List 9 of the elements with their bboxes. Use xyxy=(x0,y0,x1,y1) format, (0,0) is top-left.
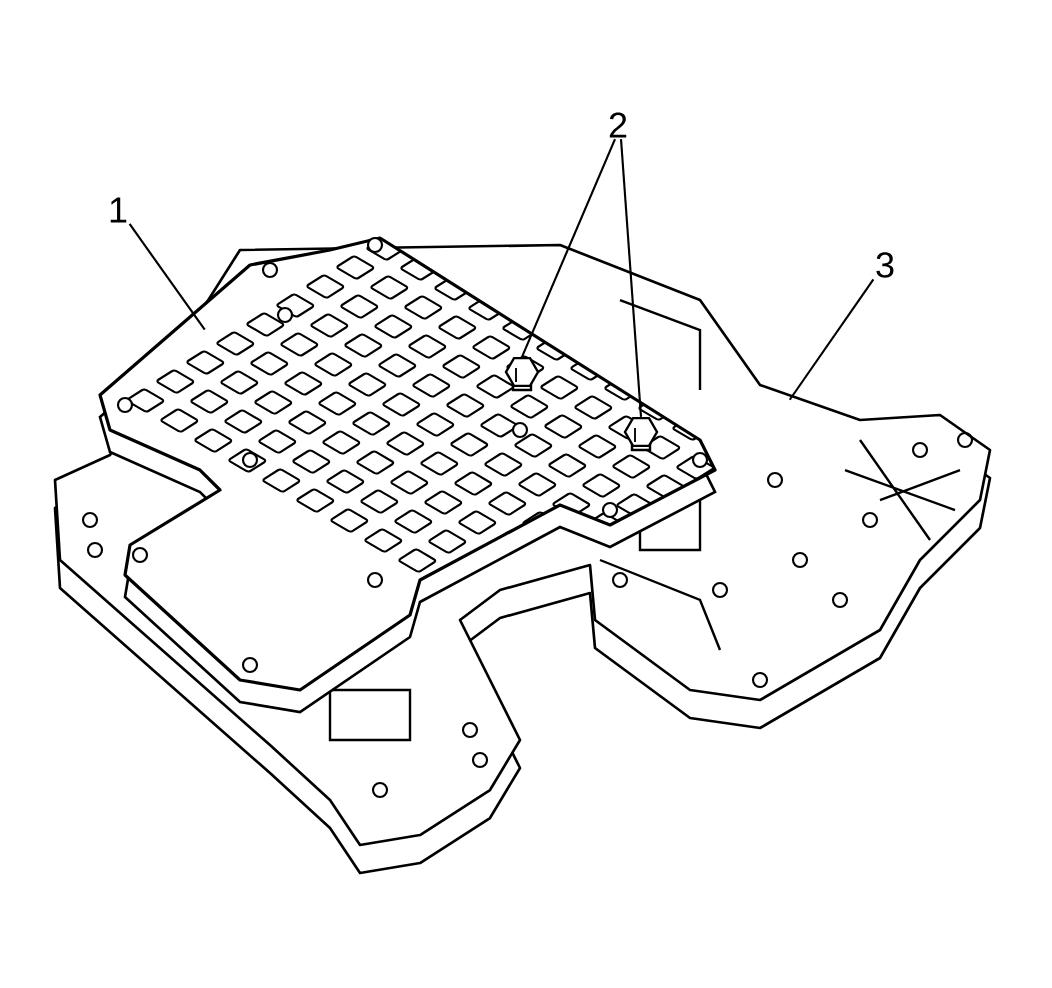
callout-number: 2 xyxy=(609,112,627,138)
callout-number: 1 xyxy=(110,197,127,223)
leader-line xyxy=(619,139,643,417)
leader-line xyxy=(788,278,875,401)
callout-number: 3 xyxy=(876,252,894,278)
channel-plate-drawing xyxy=(98,236,717,714)
bolt xyxy=(504,356,540,392)
leader-line xyxy=(521,138,616,358)
bolt xyxy=(623,416,659,452)
